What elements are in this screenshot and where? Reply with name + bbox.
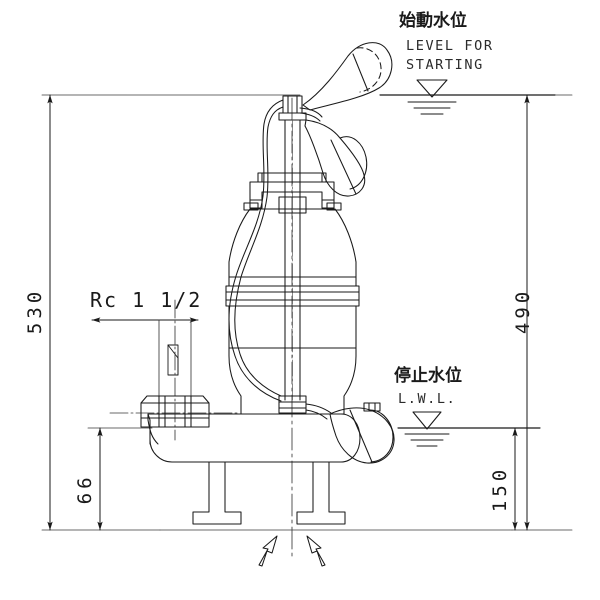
dim-rc-thread	[91, 317, 199, 416]
extension-lines	[41, 94, 573, 531]
float-switch-mid	[304, 119, 368, 197]
power-cable	[228, 99, 284, 402]
support-legs	[192, 461, 346, 525]
discharge-flange	[140, 395, 210, 428]
float-switch-upper	[299, 42, 393, 122]
guide-stem	[278, 119, 307, 414]
float-switch-lower	[305, 402, 395, 464]
start-water-level-symbol	[379, 79, 556, 115]
volute-base	[147, 413, 361, 463]
stop-water-level-symbol	[397, 411, 541, 447]
flow-arrows	[258, 535, 326, 567]
dimension-lines	[47, 94, 530, 531]
